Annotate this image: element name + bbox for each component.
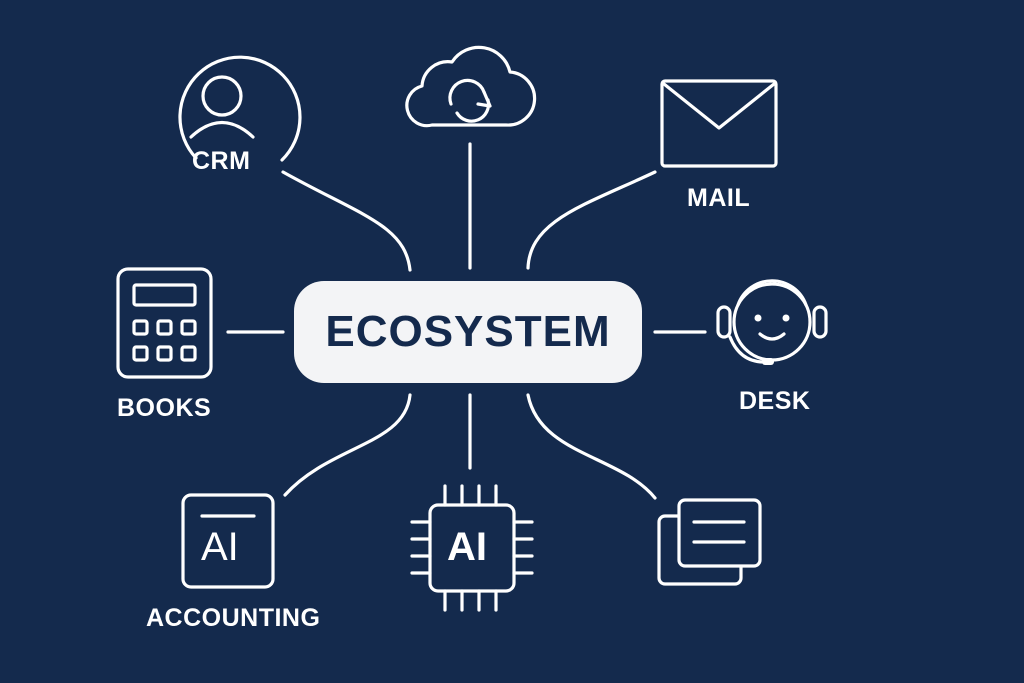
cloud-sync-icon [405, 45, 537, 128]
hub-label: ECOSYSTEM [325, 307, 611, 356]
ai-document-icon [181, 493, 275, 589]
calculator-icon [116, 267, 213, 379]
ecosystem-hub: ECOSYSTEM [294, 281, 642, 383]
chat-cards-icon [657, 498, 762, 586]
connectors [226, 142, 707, 500]
connector-chat [526, 393, 657, 500]
node-label-accounting: ACCOUNTING [146, 604, 321, 632]
node-label-crm: CRM [192, 147, 251, 175]
accounting-icon-text: AI [201, 525, 239, 569]
headset-icon [716, 279, 828, 365]
node-label-desk: DESK [739, 387, 811, 415]
ai-chip-icon [410, 484, 534, 612]
connector-crm [281, 170, 412, 272]
envelope-icon [660, 79, 778, 168]
ai-chip-text: AI [447, 525, 487, 569]
user-icon [178, 55, 302, 162]
connector-mail [526, 170, 657, 270]
node-label-books: BOOKS [117, 394, 212, 422]
node-label-mail: MAIL [687, 184, 751, 212]
connector-accounting [283, 393, 412, 497]
